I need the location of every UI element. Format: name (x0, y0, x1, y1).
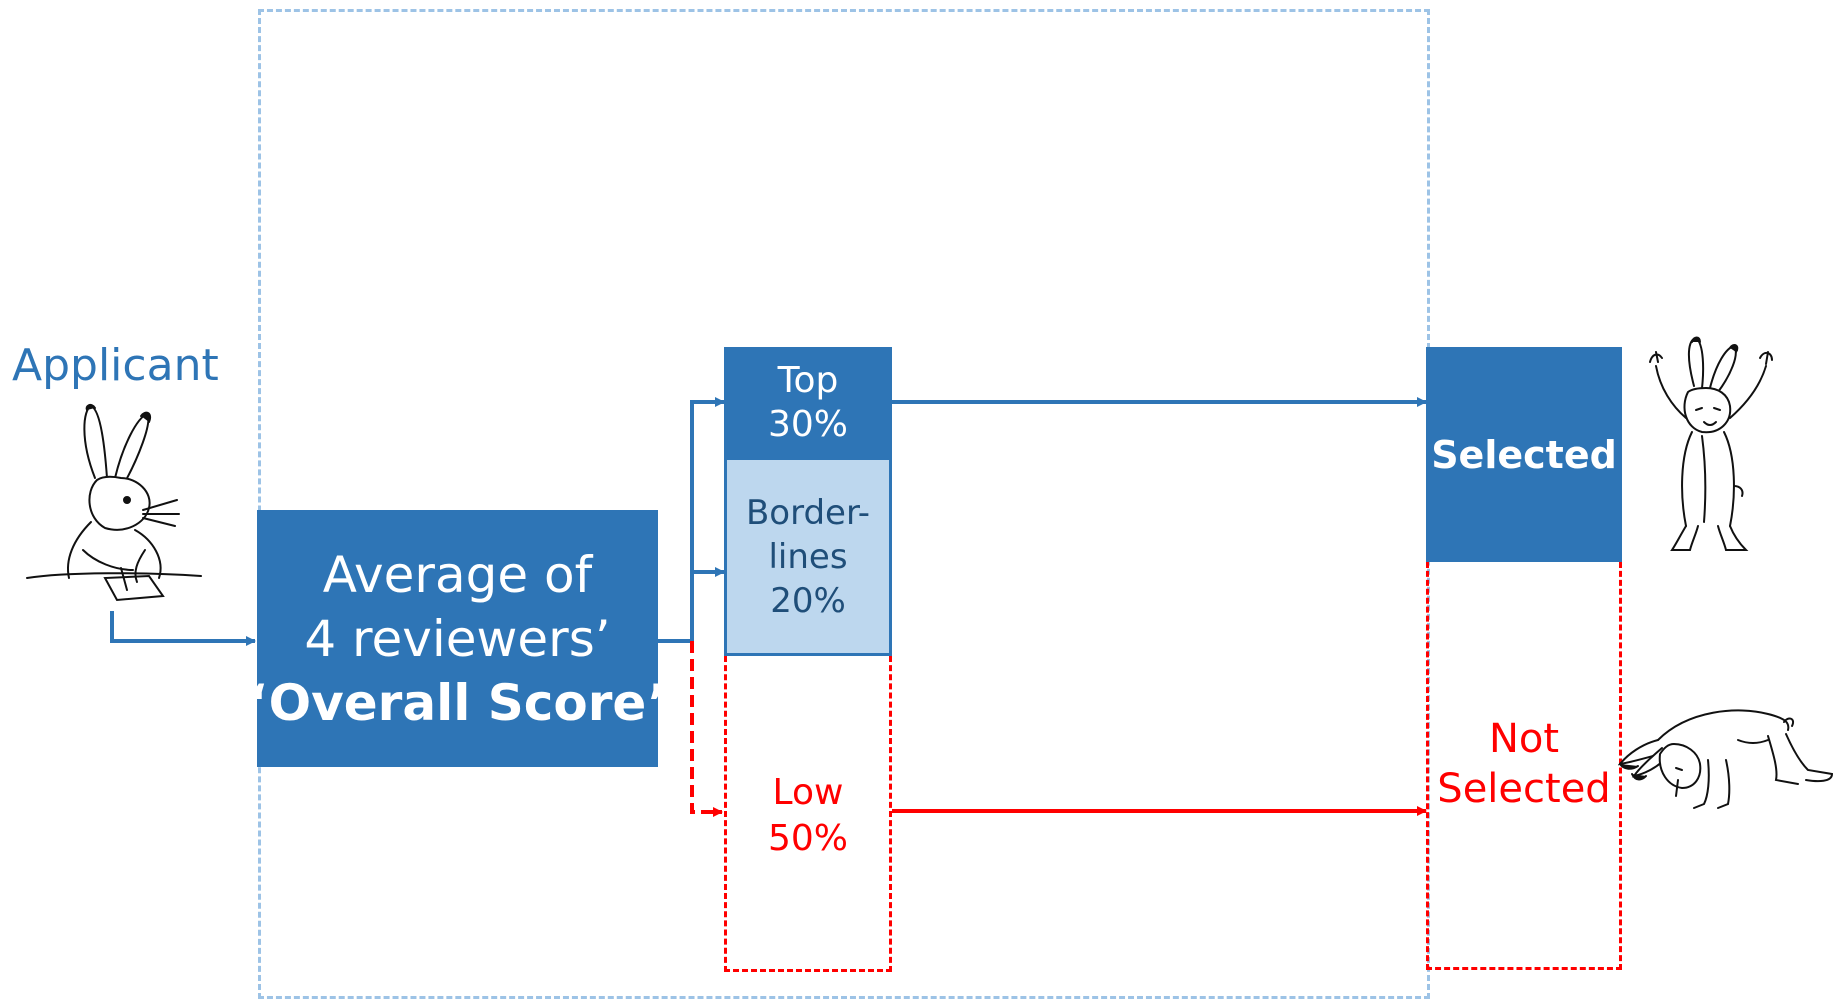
low-label: Low (772, 772, 844, 813)
arrow-applicant-to-score (110, 611, 256, 646)
not-selected-line2: Selected (1437, 766, 1611, 812)
arrow-to-low (690, 641, 723, 817)
borderline-20-box: Border- lines 20% (724, 457, 892, 656)
overall-score-box: Average of 4 reviewers’ “Overall Score” (236, 510, 679, 767)
top-percent: 30% (767, 403, 848, 445)
rabbit-writing-icon (26, 403, 202, 602)
top-30-box: Top 30% (724, 347, 892, 458)
top-label: Top (777, 359, 839, 401)
low-percent: 50% (767, 818, 848, 859)
selected-box: Selected (1426, 347, 1622, 562)
borderline-percent: 20% (770, 580, 846, 621)
not-selected-box: Not Selected (1426, 562, 1622, 970)
overall-score-line2: 4 reviewers’ (304, 609, 611, 668)
borderline-line2: lines (768, 536, 848, 577)
rabbit-cheering-icon (1649, 336, 1773, 551)
arrow-to-top (690, 397, 725, 641)
rabbit-despair-icon (1618, 709, 1834, 809)
selected-label: Selected (1431, 432, 1617, 477)
borderline-line1: Border- (745, 492, 871, 533)
overall-score-line3: “Overall Score” (235, 673, 680, 732)
applicant-label: Applicant (12, 340, 219, 391)
low-50-box: Low 50% (724, 656, 892, 972)
overall-score-line1: Average of (322, 545, 593, 604)
not-selected-line1: Not (1488, 716, 1560, 762)
